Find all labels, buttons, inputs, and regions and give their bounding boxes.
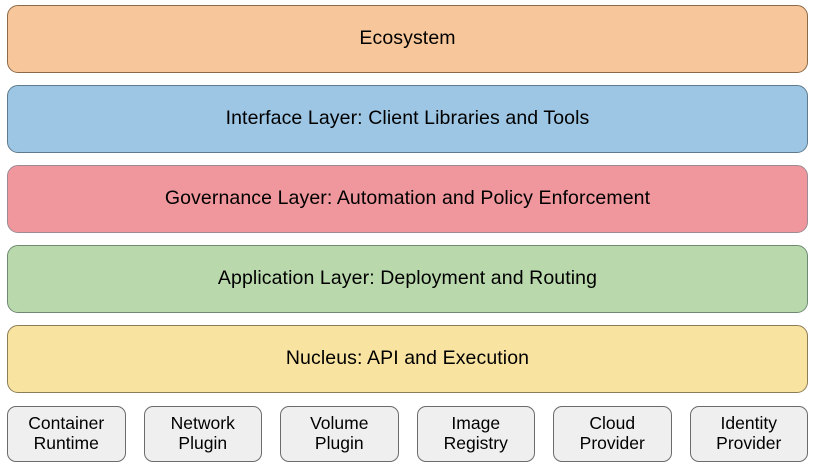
plugin-network-plugin-line2: Plugin [178,433,228,453]
plugin-identity-provider-line2: Provider [716,433,782,453]
layer-governance-label: Governance Layer: Automation and Policy … [164,187,651,210]
plugin-identity-provider-line1: Identity [720,413,777,434]
layer-nucleus[interactable]: Nucleus: API and Execution [7,325,808,393]
plugin-container-runtime-line2: Runtime [33,433,99,453]
plugin-image-registry-line1: Image [451,413,501,434]
layer-ecosystem-label: Ecosystem [359,27,456,50]
plugin-row: Container Runtime Network Plugin Volume … [7,406,808,462]
layer-ecosystem[interactable]: Ecosystem [7,5,808,73]
plugin-identity-provider[interactable]: Identity Provider [689,406,808,462]
layer-interface-label: Interface Layer: Client Libraries and To… [225,107,590,130]
layer-application[interactable]: Application Layer: Deployment and Routin… [7,245,808,313]
plugin-container-runtime-line1: Container [28,413,105,434]
layer-stack: Ecosystem Interface Layer: Client Librar… [7,5,808,393]
layer-application-label: Application Layer: Deployment and Routin… [217,267,598,290]
plugin-image-registry[interactable]: Image Registry [416,406,535,462]
plugin-network-plugin[interactable]: Network Plugin [143,406,262,462]
plugin-volume-plugin-line2: Plugin [314,433,364,453]
plugin-cloud-provider[interactable]: Cloud Provider [553,406,672,462]
layer-governance[interactable]: Governance Layer: Automation and Policy … [7,165,808,233]
layer-interface[interactable]: Interface Layer: Client Libraries and To… [7,85,808,153]
plugin-cloud-provider-line2: Provider [579,433,645,453]
plugin-network-plugin-line1: Network [170,413,235,434]
plugin-container-runtime[interactable]: Container Runtime [7,406,126,462]
layer-nucleus-label: Nucleus: API and Execution [285,347,530,370]
plugin-image-registry-line2: Registry [443,433,508,453]
plugin-volume-plugin-line1: Volume [310,413,369,434]
plugin-cloud-provider-line1: Cloud [589,413,636,434]
plugin-volume-plugin[interactable]: Volume Plugin [280,406,399,462]
